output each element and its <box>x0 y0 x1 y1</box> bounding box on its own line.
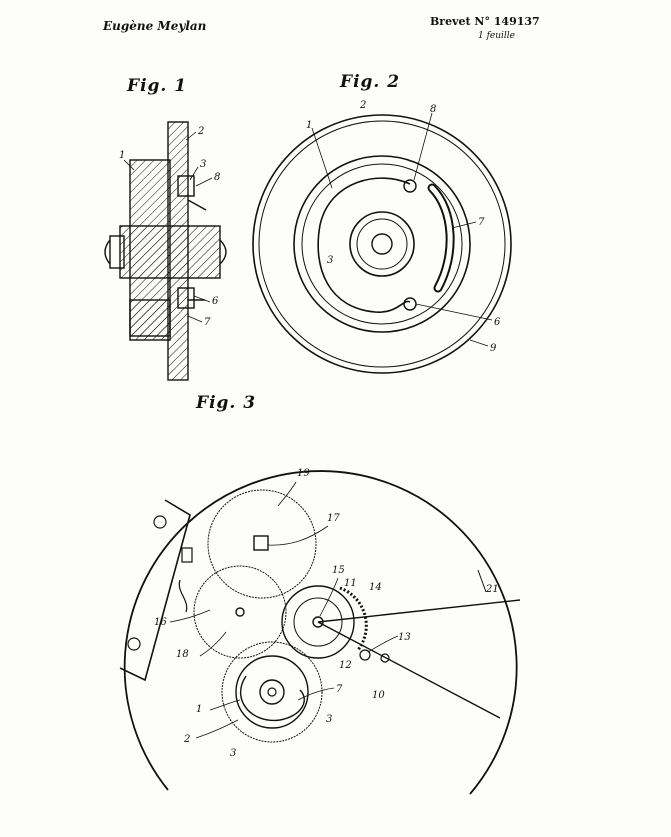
fig3-label: 7 <box>336 684 343 695</box>
fig2-plan <box>252 114 512 374</box>
fig2-leader-lines <box>311 112 493 347</box>
fig3-movement <box>119 470 521 795</box>
fig3-label: 11 <box>344 578 357 589</box>
fig2-label: 6 <box>494 317 501 328</box>
fig2-label: 2 <box>359 100 366 111</box>
fig3-label: 3 <box>230 748 236 759</box>
author-name: Eugène Meylan <box>103 19 207 33</box>
fig1-label: 3 <box>200 159 206 170</box>
fig3-label: 14 <box>369 582 382 593</box>
fig2-reference-numbers: 1 2 8 7 3 6 9 <box>306 100 501 354</box>
fig1-title: Fig. 1 <box>127 76 188 96</box>
fig1-label: 1 <box>119 150 125 161</box>
fig3-label: 21 <box>485 584 499 595</box>
fig2-title: Fig. 2 <box>340 72 401 92</box>
fig3-label: 10 <box>372 690 385 701</box>
fig2-label: 7 <box>478 217 485 228</box>
fig3-label: 12 <box>339 660 352 671</box>
fig1-leader-lines <box>123 131 213 323</box>
fig3-title: Fig. 3 <box>196 393 257 413</box>
fig3-label: 3 <box>326 714 332 725</box>
fig1-reference-numbers: 1 2 3 8 6 7 <box>119 126 220 328</box>
patent-number: Brevet N° 149137 <box>430 15 540 28</box>
fig3-label: 16 <box>154 617 167 628</box>
fig1-label: 2 <box>197 126 204 137</box>
fig3-label: 19 <box>297 468 310 479</box>
fig3-label: 17 <box>327 513 340 524</box>
fig1-label: 6 <box>212 296 219 307</box>
fig3-reference-numbers: 19 17 16 18 15 11 14 13 12 21 10 1 7 2 3… <box>154 468 499 759</box>
fig2-label: 3 <box>327 255 333 266</box>
fig1-label: 8 <box>214 172 220 183</box>
fig3-label: 15 <box>332 565 345 576</box>
fig1-section <box>104 121 227 381</box>
fig2-label: 9 <box>490 343 497 354</box>
fig2-label: 1 <box>306 120 312 131</box>
fig3-label: 2 <box>183 734 190 745</box>
fig3-label: 1 <box>196 704 202 715</box>
fig1-label: 7 <box>204 317 211 328</box>
fig2-label: 8 <box>430 104 436 115</box>
fig3-leader-lines <box>169 481 399 739</box>
sheet-count: 1 feuille <box>478 31 516 41</box>
fig3-label: 13 <box>398 632 411 643</box>
fig3-label: 18 <box>176 649 189 660</box>
